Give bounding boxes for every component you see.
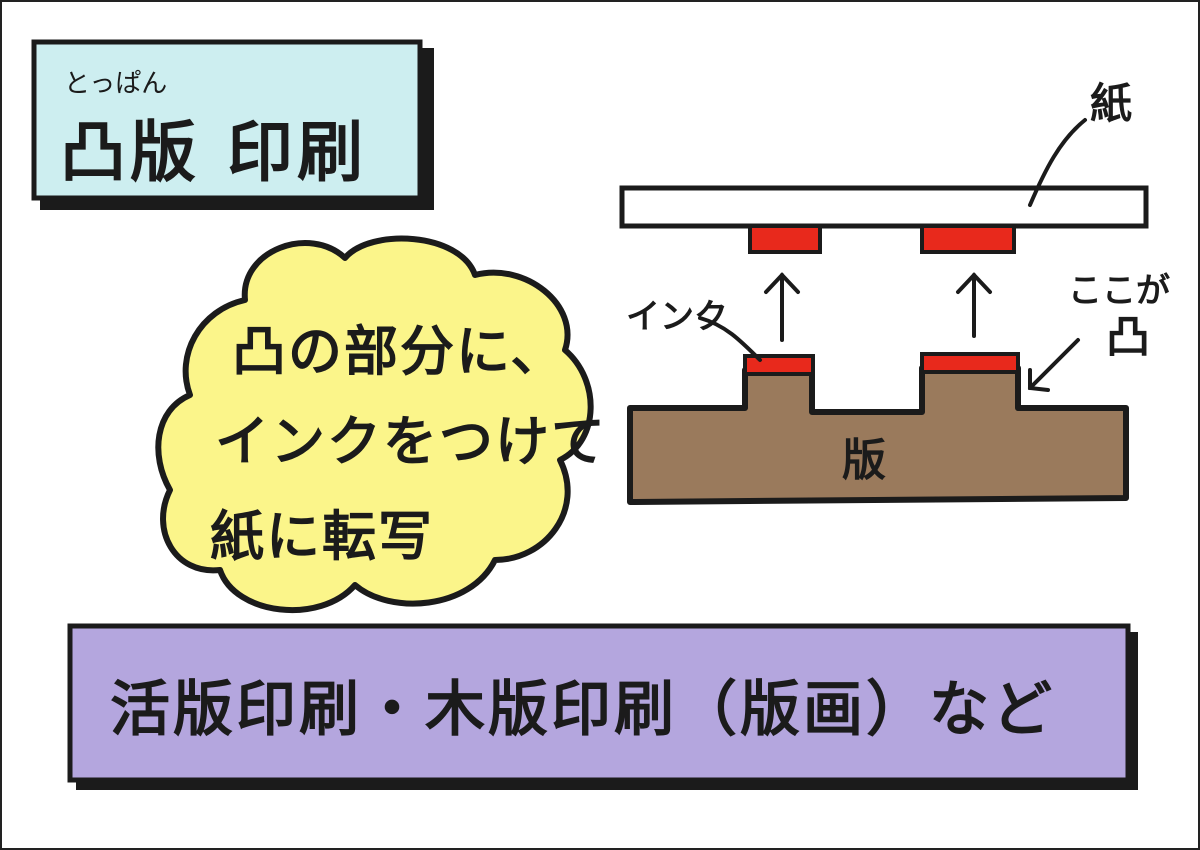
transferred-ink-right (920, 224, 1016, 254)
cloud-shape (155, 235, 594, 614)
title-box: とっぱん 凸版 印刷 (31, 39, 434, 210)
transfer-arrow-right (956, 272, 992, 338)
paper-rect (619, 185, 1149, 229)
transfer-arrow-left (764, 272, 800, 342)
plate-label: 版 (842, 435, 886, 486)
paper-label: 紙 (1090, 79, 1132, 128)
title-box-fill (31, 39, 423, 201)
cloud-line-1: 凸の部分に、 (232, 320, 566, 383)
paper-sheet: 紙 (619, 79, 1149, 229)
relief-note-line-2: 凸 (1106, 312, 1150, 363)
cloud-bubble: 凸の部分に、 インクをつけて 紙に転写 (155, 235, 607, 614)
plate-ink-left (743, 354, 815, 376)
relief-pointer-arrow (1028, 338, 1080, 392)
examples-banner-fill (67, 623, 1131, 783)
paper-leader-line (1028, 118, 1087, 207)
relief-note-line-1: ここが (1068, 271, 1170, 311)
title-ruby: とっぱん (64, 69, 167, 99)
transferred-ink-left (748, 224, 822, 254)
ink-leader-line (698, 316, 762, 362)
cloud-line-3: 紙に転写 (210, 505, 434, 568)
examples-text: 活版印刷・木版印刷（版画）など (110, 675, 1055, 745)
printing-plate: 版 (627, 352, 1129, 505)
plate-ink-right (920, 352, 1020, 374)
examples-banner: 活版印刷・木版印刷（版画）など (67, 623, 1138, 790)
ink-label: インク (626, 297, 728, 337)
title-main: 凸版 印刷 (60, 114, 367, 191)
cloud-line-2: インクをつけて (215, 410, 607, 473)
